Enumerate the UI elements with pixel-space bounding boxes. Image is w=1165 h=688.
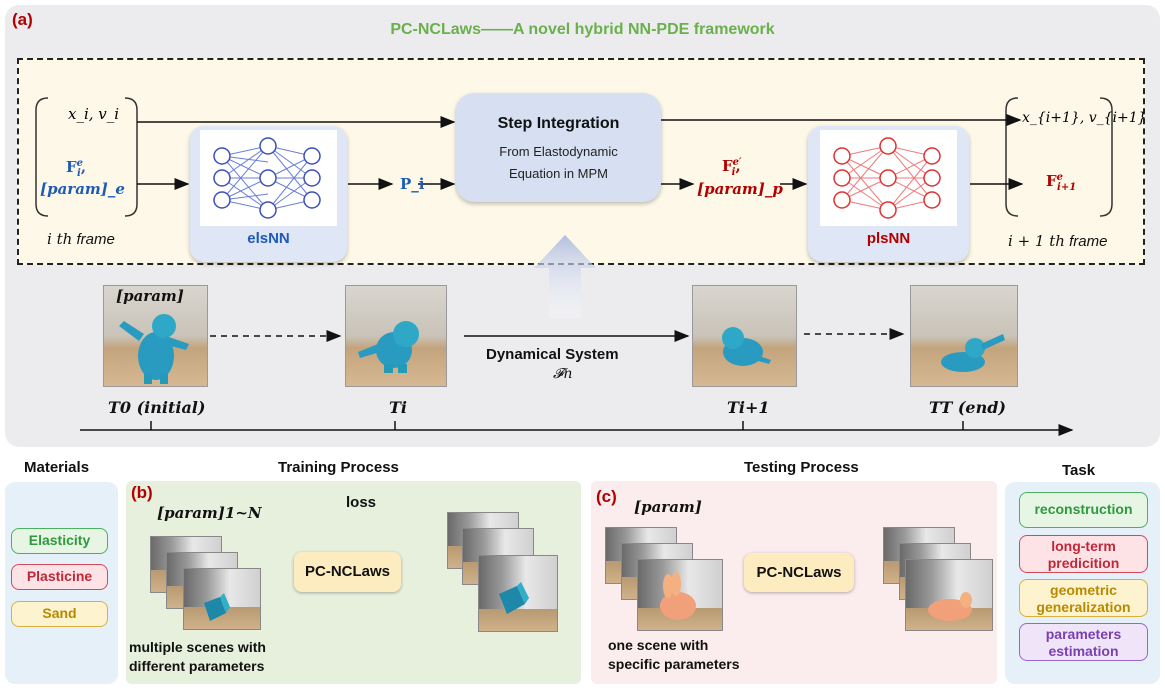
material-sand-label: Sand: [42, 605, 77, 621]
task-long-term-prediction: long-term predicition: [1019, 535, 1148, 573]
training-caption-line1: multiple scenes with: [129, 639, 266, 655]
dynamical-system-label: Dynamical System: [486, 346, 619, 363]
output-F-sub: i+1: [1057, 182, 1077, 193]
framework-title: PC-NCLaws——A novel hybrid NN-PDE framewo…: [390, 21, 775, 38]
plsnn-block: plsNN: [808, 126, 969, 262]
armadillo-figure-ti1: [722, 327, 771, 366]
material-plasticine: Plasticine: [11, 564, 108, 590]
task-parameters-estimation: parameters estimation: [1019, 623, 1148, 661]
testing-pc-nclaws-box: PC-NCLaws: [744, 553, 854, 592]
material-plasticine-label: Plasticine: [26, 568, 93, 584]
testing-caption-line2: specific parameters: [608, 656, 740, 672]
task-reconstruction-label: reconstruction: [1034, 501, 1133, 517]
output-deformation-gradient: Fei+1: [1046, 172, 1076, 193]
material-sand: Sand: [11, 601, 108, 627]
bunny-object-icon-2: [928, 592, 972, 621]
elsnn-network-icon: [200, 130, 337, 226]
mid-deformation-gradient: Fe′i,: [722, 157, 742, 178]
mid-param: [param]_p: [697, 180, 783, 198]
elsnn-network-graph: [213, 137, 321, 219]
input-F-sup: e: [76, 158, 84, 169]
cube-object-icon: [204, 593, 230, 621]
time-label-ti1: Ti+1: [727, 398, 770, 417]
output-F: F: [1046, 172, 1057, 190]
train-input-scene-3: [183, 568, 261, 630]
input-F: F: [66, 158, 77, 176]
mid-F: F: [722, 157, 733, 175]
elsnn-block: elsNN: [190, 126, 347, 262]
testing-caption-line1: one scene with: [608, 637, 709, 653]
time-label-ti: Ti: [389, 398, 407, 417]
step-integration-line2: Equation in MPM: [509, 166, 608, 181]
testing-title: Testing Process: [744, 459, 859, 476]
input-deformation-gradient: Fei,: [66, 158, 87, 179]
frame-image-ti: [345, 285, 447, 387]
training-title: Training Process: [278, 459, 399, 476]
frame-right-word: frame: [1069, 233, 1108, 250]
armadillo-figure-tT: [941, 334, 1005, 372]
task-reconstruction: reconstruction: [1019, 492, 1148, 528]
input-position-velocity: x_i, v_i: [68, 105, 120, 123]
stress-P-label: P_i: [400, 175, 425, 193]
plsnn-network-icon: [820, 130, 957, 226]
frame-right-prefix: i + 1 th: [1008, 232, 1065, 250]
plsnn-label: plsNN: [866, 230, 911, 247]
task-geometric-generalization: geometric generalization: [1019, 579, 1148, 617]
frame-left-word: frame: [76, 231, 115, 248]
output-position-velocity: x_{i+1}, v_{i+1}: [1022, 110, 1147, 126]
task-geometric-generalization-label: geometric generalization: [1036, 582, 1131, 615]
materials-title: Materials: [24, 459, 90, 476]
testing-param-label: [param]: [634, 498, 702, 516]
elsnn-label: elsNN: [247, 230, 290, 247]
frame-left-label: i th frame: [47, 230, 115, 248]
armadillo-figure-t0: [119, 314, 189, 384]
param-label-t0: [param]: [116, 287, 184, 305]
output-F-sup: e: [1056, 172, 1064, 183]
training-pc-nclaws-box: PC-NCLaws: [294, 552, 401, 592]
loss-label: loss: [346, 494, 377, 511]
task-parameters-estimation-label: parameters estimation: [1045, 626, 1122, 659]
input-F-sub: i: [77, 168, 81, 179]
frame-right-label: i + 1 th frame: [1008, 232, 1107, 250]
testing-tag: (c): [596, 487, 617, 506]
panel-a-tag: (a): [12, 10, 33, 29]
step-integration-title: Step Integration: [497, 115, 620, 132]
material-elasticity-label: Elasticity: [28, 532, 91, 548]
plsnn-network-graph: [833, 137, 941, 219]
time-label-tT: TT (end): [929, 398, 1006, 417]
time-label-t0: T0 (initial): [108, 398, 206, 417]
frame-image-ti1: [692, 285, 797, 387]
input-param: [param]_e: [40, 180, 125, 198]
material-elasticity: Elasticity: [11, 528, 108, 554]
step-integration-block: Step Integration From Elastodynamic Equa…: [456, 93, 661, 202]
test-output-scene-3: [905, 559, 993, 631]
frame-image-tT: [910, 285, 1018, 387]
training-caption-line2: different parameters: [129, 658, 265, 674]
cube-object-icon-2: [499, 582, 529, 614]
training-param-label: [param]1~N: [157, 504, 262, 522]
train-output-scene-3: [478, 555, 558, 632]
mid-F-sub: i: [731, 167, 736, 178]
task-long-term-prediction-label: long-term predicition: [1047, 538, 1120, 571]
step-integration-line1: From Elastodynamic: [499, 144, 618, 159]
frame-left-prefix: i th: [47, 230, 73, 248]
armadillo-figure-ti: [358, 321, 419, 373]
frame-image-t0: [103, 285, 208, 387]
bunny-object-icon: [660, 572, 696, 620]
task-title: Task: [1062, 462, 1096, 479]
test-input-scene-3: [637, 559, 723, 631]
training-tag: (b): [131, 483, 153, 502]
dynamical-system-operator: 𝓕n: [553, 366, 573, 382]
